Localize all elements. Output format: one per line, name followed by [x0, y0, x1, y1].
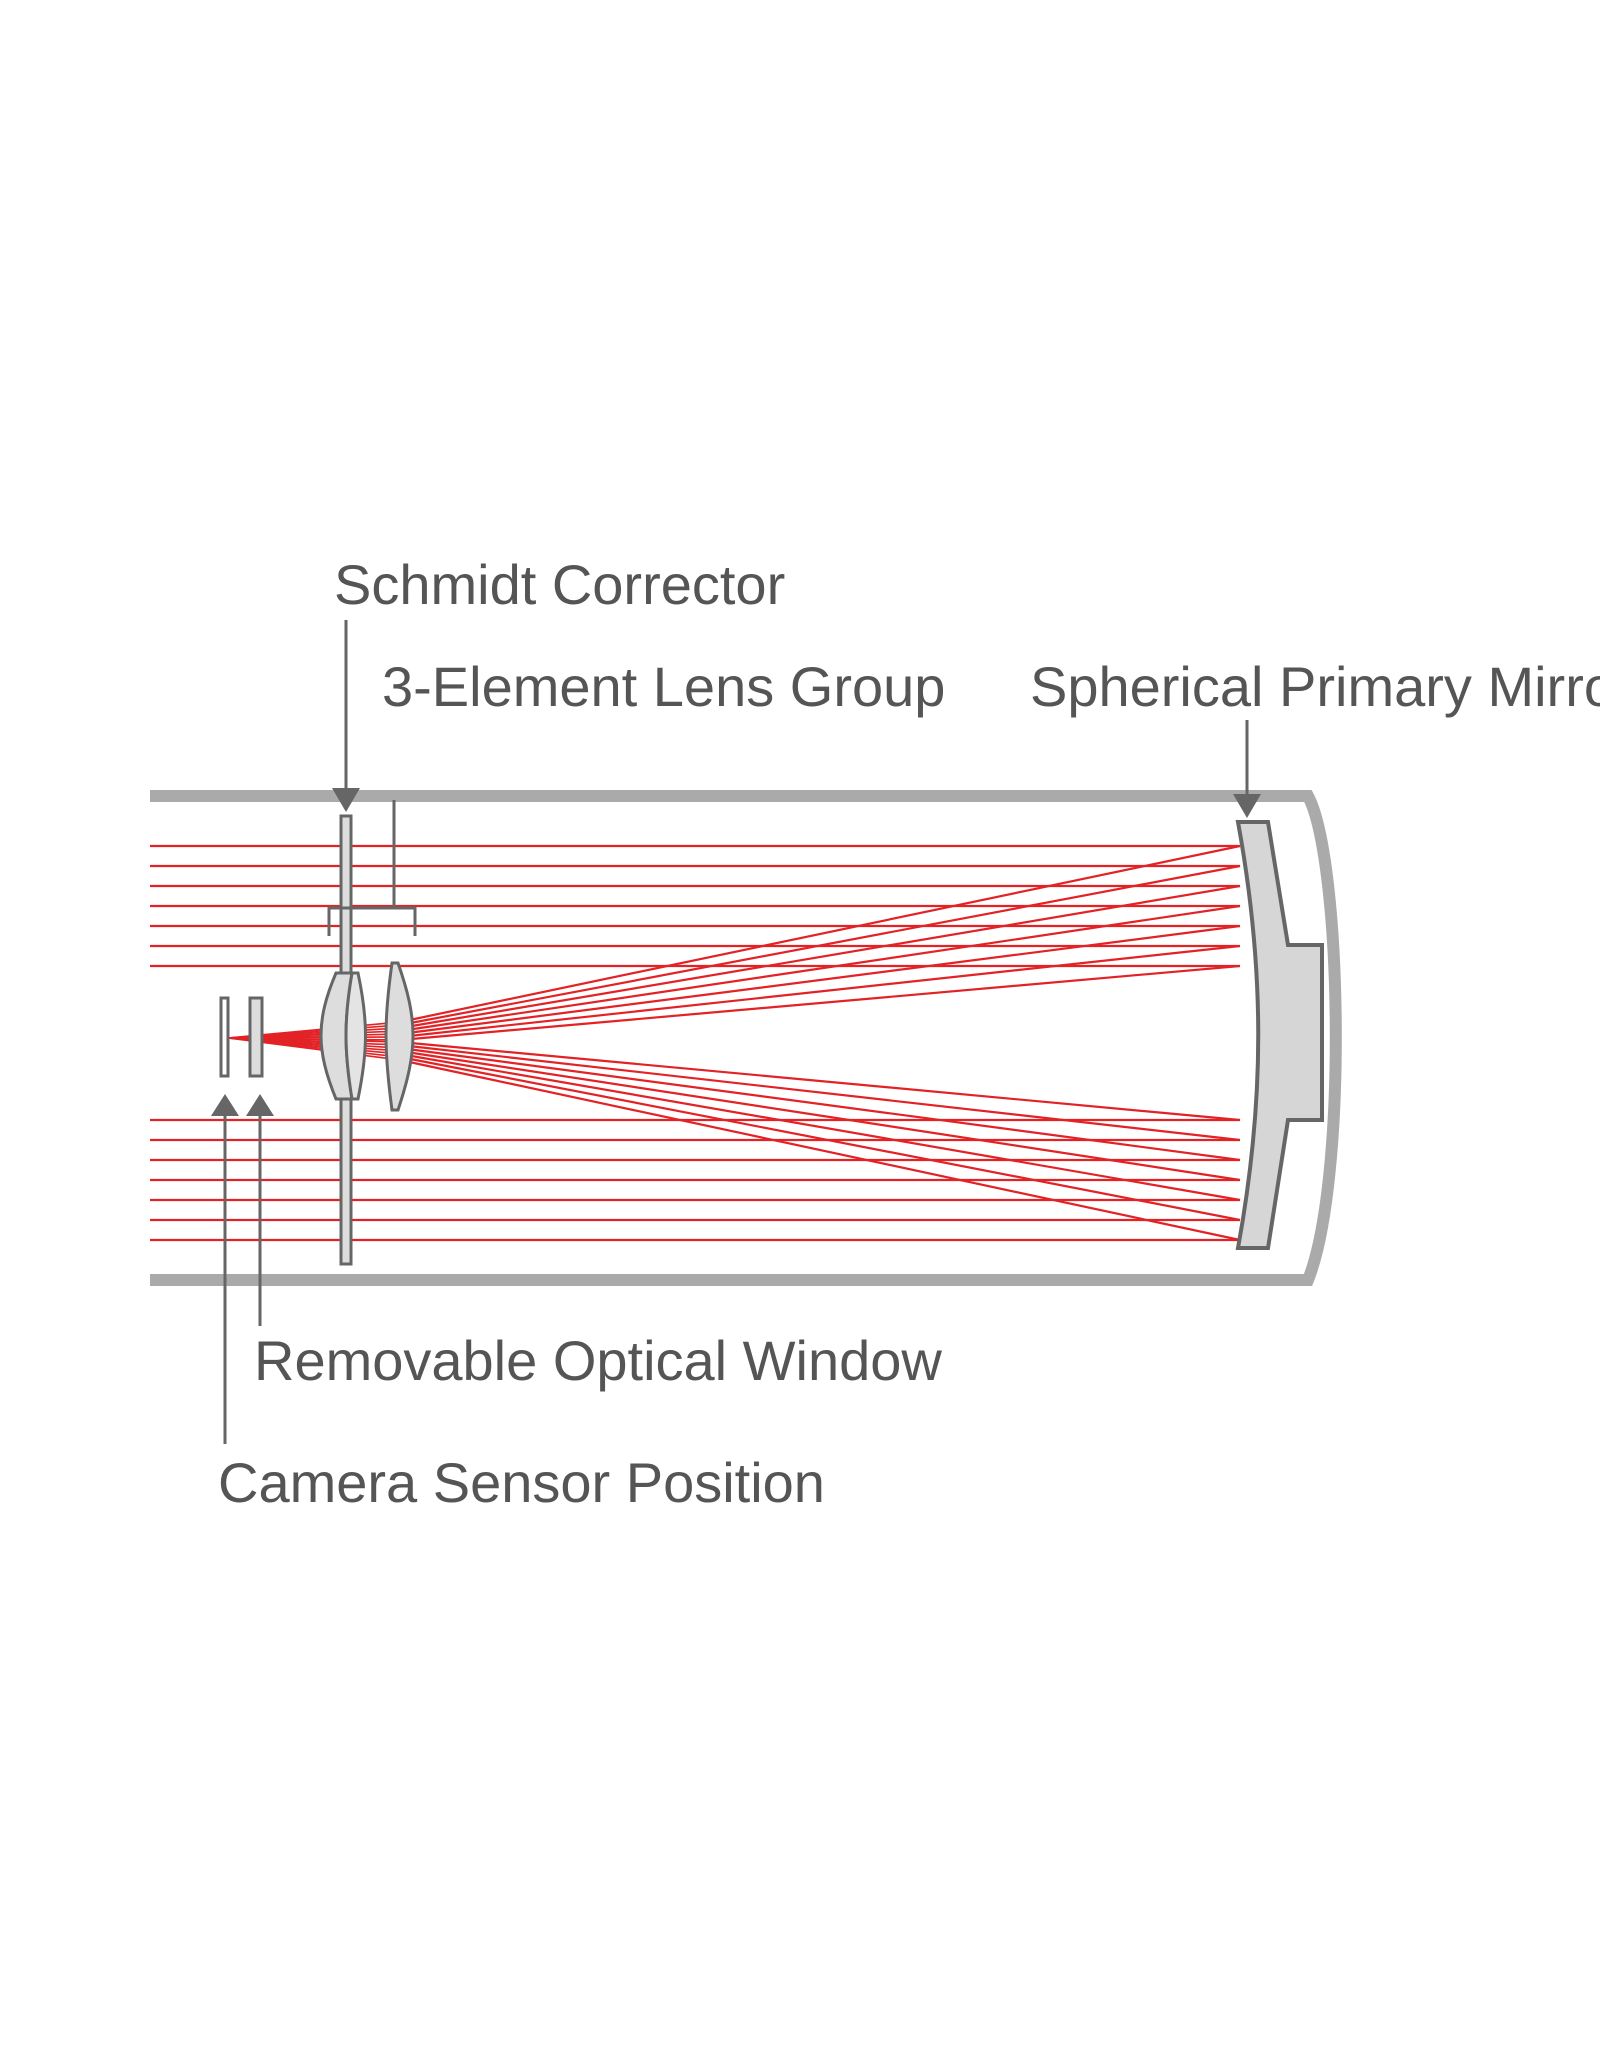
- lens-element-2: [344, 971, 367, 1101]
- reflected-ray-bottom: [399, 1055, 1241, 1222]
- primary-mirror-arrow-icon: [1233, 794, 1261, 818]
- light-rays: [150, 844, 1241, 1242]
- schmidt-corrector-arrow-icon: [332, 788, 360, 812]
- reflected-ray-top: [399, 884, 1241, 1030]
- optical-window-label: Removable Optical Window: [254, 1329, 942, 1392]
- reflected-ray-bottom: [399, 1058, 1241, 1242]
- reflected-ray-top: [399, 844, 1241, 1024]
- reflected-ray-top: [399, 904, 1241, 1033]
- primary-mirror-label: Spherical Primary Mirror: [1030, 655, 1600, 718]
- optical-window-arrow-icon: [246, 1094, 274, 1116]
- lens-group-label: 3-Element Lens Group: [382, 655, 945, 718]
- reflected-ray-bottom: [399, 1046, 1241, 1162]
- sensor-position-arrow-icon: [211, 1094, 239, 1116]
- schmidt-corrector-label: Schmidt Corrector: [334, 553, 785, 616]
- spherical-primary-mirror: [1235, 820, 1324, 1250]
- reflected-ray-bottom: [399, 1052, 1241, 1202]
- reflected-ray-top: [399, 964, 1241, 1042]
- reflected-ray-bottom: [399, 1049, 1241, 1182]
- telescope-tube: [150, 790, 1342, 1286]
- reflected-ray-top: [399, 924, 1241, 1036]
- lens-group-bracket: [327, 800, 417, 936]
- sensor-position-label: Camera Sensor Position: [218, 1451, 825, 1514]
- removable-optical-window: [248, 996, 264, 1078]
- reflected-ray-bottom: [399, 1043, 1241, 1142]
- camera-sensor: [219, 996, 230, 1078]
- reflected-ray-bottom: [399, 1040, 1241, 1122]
- reflected-ray-top: [399, 944, 1241, 1039]
- lens-element-3: [384, 961, 415, 1112]
